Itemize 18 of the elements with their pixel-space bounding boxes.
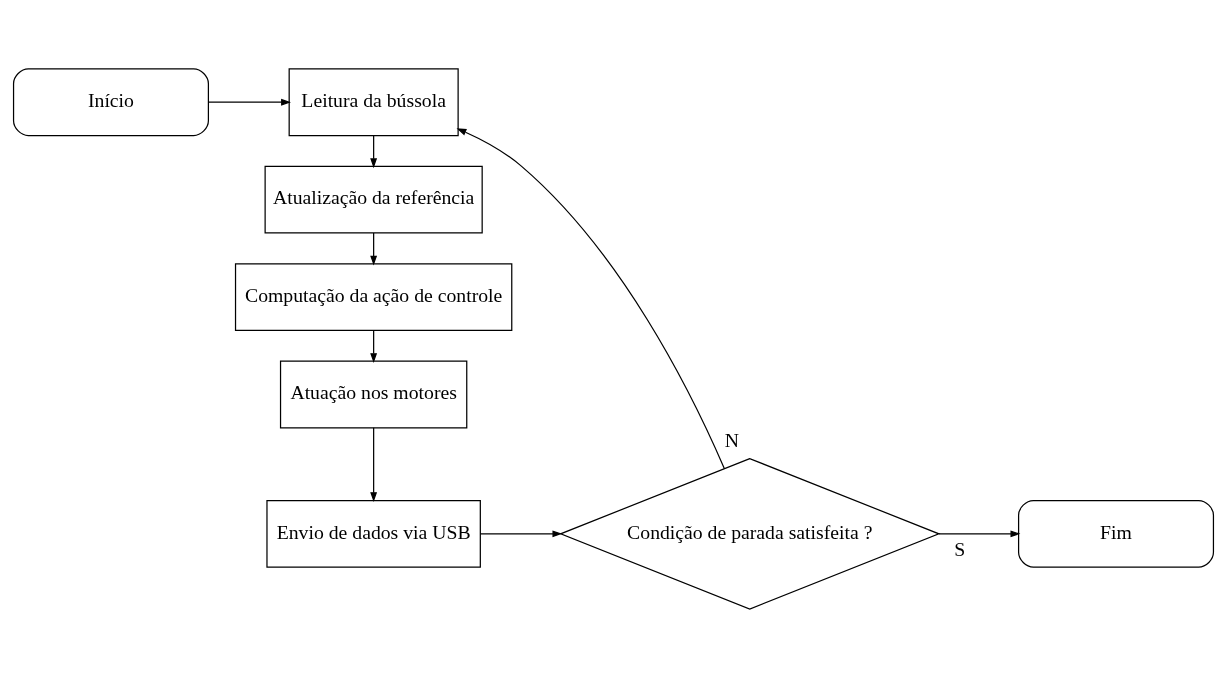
node-box: Computação da ação de controle bbox=[234, 262, 513, 331]
node-box: Envio de dados via USB bbox=[266, 499, 481, 568]
edge-label: S bbox=[954, 537, 966, 560]
node-box: Leitura da bússola bbox=[288, 67, 459, 136]
arrow bbox=[370, 329, 378, 363]
node-box: Início bbox=[12, 67, 209, 136]
arrow bbox=[207, 98, 291, 106]
arrow bbox=[370, 426, 378, 502]
arrow bbox=[370, 134, 378, 168]
edge-label: N bbox=[724, 428, 740, 451]
arrow bbox=[938, 529, 1021, 537]
node-box: Atualização da referência bbox=[264, 165, 483, 234]
node-diamond: Condição de parada satisfeita ? bbox=[559, 457, 941, 610]
node-box: Atuação nos motores bbox=[279, 360, 468, 428]
arrow bbox=[370, 231, 378, 266]
node-box: Fim bbox=[1018, 499, 1215, 568]
arrow bbox=[479, 529, 563, 537]
arrow bbox=[456, 127, 726, 469]
